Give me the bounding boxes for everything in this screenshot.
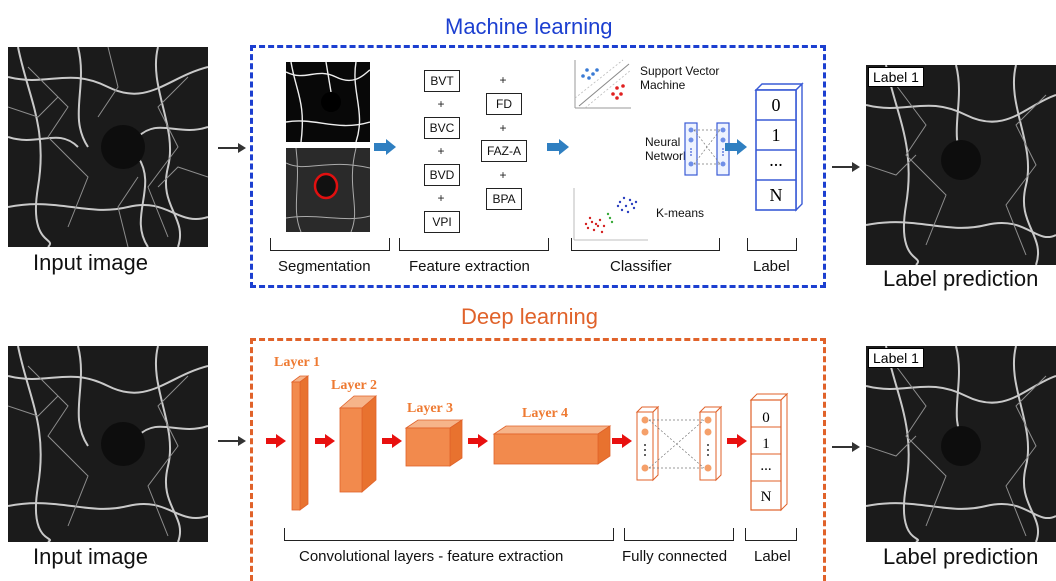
- segmentation-image-2: [286, 148, 370, 232]
- dl-label-cell-1: 1: [762, 436, 770, 452]
- top-input-image: [8, 47, 208, 247]
- bottom-arrow-out: [832, 442, 860, 452]
- svm-plot: [574, 59, 632, 109]
- ml-label-column: [754, 82, 804, 212]
- bracket-feature-extraction: [399, 238, 549, 251]
- machine-learning-box: [250, 45, 826, 288]
- bracket-classifier: [571, 238, 720, 251]
- vessel-texture: [8, 47, 208, 247]
- feature-fd: FD: [486, 93, 522, 115]
- dl-label-cell-n: N: [760, 489, 772, 505]
- bottom-input-image: [8, 346, 208, 542]
- stage-label: Label: [753, 258, 790, 275]
- layer-2-label: Layer 2: [331, 378, 378, 393]
- plus-sign: +: [499, 168, 507, 182]
- faz-image: [286, 148, 370, 232]
- feature-bpa: BPA: [486, 188, 522, 210]
- dl-arrow-6: [727, 434, 747, 448]
- svm-label: Support Vector Machine: [640, 64, 720, 92]
- neural-network-icon: [684, 122, 730, 176]
- bracket-conv-layers: [284, 528, 614, 541]
- plus-sign: +: [437, 144, 445, 158]
- plus-sign: +: [499, 121, 507, 135]
- stage-dl-label: Label: [754, 548, 791, 565]
- layer-3-label: Layer 3: [407, 401, 454, 416]
- layer-4-label: Layer 4: [522, 406, 569, 421]
- deep-learning-box: [250, 338, 826, 581]
- top-input-caption: Input image: [33, 250, 148, 275]
- plus-sign: +: [437, 191, 445, 205]
- nn-label: Neural Network: [645, 135, 690, 163]
- plus-sign: +: [437, 97, 445, 111]
- stage-conv-layers: Convolutional layers - feature extractio…: [299, 548, 564, 565]
- bottom-output-image: [866, 346, 1056, 542]
- kmeans-plot: [570, 184, 650, 244]
- dl-arrow-3: [382, 434, 402, 448]
- layer-2-block: [338, 395, 378, 493]
- layer-4-block: [492, 425, 612, 465]
- feature-faz-a: FAZ-A: [481, 140, 527, 162]
- top-output-image: [866, 65, 1056, 265]
- ml-arrow-3: [725, 139, 747, 155]
- machine-learning-title: Machine learning: [445, 14, 613, 39]
- segmented-vessels: [286, 62, 370, 142]
- label-cell-1: 1: [771, 125, 781, 145]
- bottom-output-caption: Label prediction: [883, 544, 1039, 569]
- top-output-caption: Label prediction: [883, 266, 1039, 291]
- bottom-arrow-in: [218, 436, 246, 446]
- dl-arrow-5: [612, 434, 632, 448]
- deep-learning-title: Deep learning: [461, 304, 598, 329]
- layer-1-block: [290, 375, 310, 511]
- dl-label-column: [749, 392, 789, 512]
- vessel-texture: [866, 65, 1056, 265]
- label-cell-n: N: [769, 185, 783, 205]
- bracket-segmentation: [270, 238, 390, 251]
- bracket-dl-label: [745, 528, 797, 541]
- ml-arrow-2: [547, 139, 569, 155]
- dl-arrow-4: [468, 434, 488, 448]
- feature-bvd: BVD: [424, 164, 460, 186]
- stage-segmentation: Segmentation: [278, 258, 371, 275]
- top-output-tag: Label 1: [868, 67, 924, 87]
- feature-vpi: VPI: [424, 211, 460, 233]
- layer-3-block: [404, 419, 464, 467]
- bracket-fully-connected: [624, 528, 734, 541]
- dl-arrow-1: [266, 434, 286, 448]
- dl-arrow-2: [315, 434, 335, 448]
- feature-bvt: BVT: [424, 70, 460, 92]
- bottom-input-caption: Input image: [33, 544, 148, 569]
- bracket-label: [747, 238, 797, 251]
- fully-connected-icon: [635, 405, 723, 482]
- segmentation-image-1: [286, 62, 370, 142]
- stage-feature-extraction: Feature extraction: [409, 258, 530, 275]
- vessel-texture: [8, 346, 208, 542]
- ml-arrow-1: [374, 139, 396, 155]
- label-cell-ellipsis: ...: [769, 150, 783, 170]
- stage-classifier: Classifier: [610, 258, 672, 275]
- kmeans-label: K-means: [656, 206, 705, 220]
- vessel-texture: [866, 346, 1056, 542]
- plus-sign: +: [499, 73, 507, 87]
- dl-label-cell-0: 0: [762, 410, 770, 426]
- dl-label-cell-ellipsis: ...: [760, 458, 772, 474]
- layer-1-label: Layer 1: [274, 355, 321, 370]
- top-arrow-in: [218, 143, 246, 153]
- label-cell-0: 0: [771, 95, 781, 115]
- top-arrow-out: [832, 162, 860, 172]
- bottom-output-tag: Label 1: [868, 348, 924, 368]
- stage-fully-connected: Fully connected: [622, 548, 728, 565]
- feature-bvc: BVC: [424, 117, 460, 139]
